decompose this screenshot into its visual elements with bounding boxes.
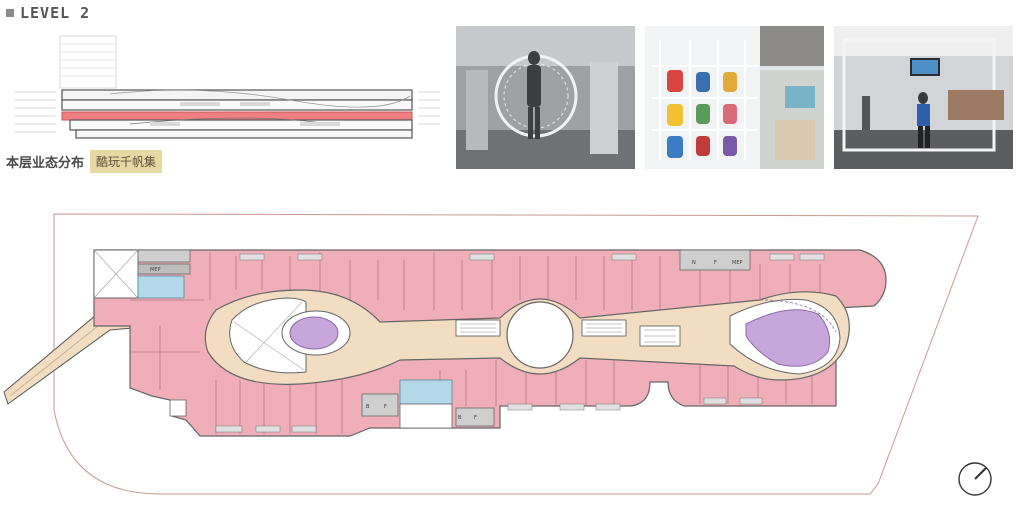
shaft-label-2: F xyxy=(384,404,387,410)
level-title: LEVEL 2 xyxy=(20,4,91,22)
shaft-label-6: F xyxy=(474,415,477,421)
photo-mannequin-ring-display xyxy=(456,26,635,169)
central-atrium xyxy=(506,301,574,369)
level-header: LEVEL 2 xyxy=(6,4,90,22)
north-arrow-icon xyxy=(958,462,992,496)
site-boundary xyxy=(53,213,979,495)
shaft-label-4: F xyxy=(714,260,717,266)
mep-label-east: MEP xyxy=(732,260,743,266)
legend: 本层业态分布 酷玩千帆集 xyxy=(6,150,163,173)
floor-plan: MEP MEP B F N F B F xyxy=(3,249,887,437)
shaft-label-5: B xyxy=(458,415,462,421)
east-feature-zone xyxy=(745,309,831,367)
shaft-label-1: B xyxy=(366,404,370,410)
legend-label: 本层业态分布 xyxy=(6,156,85,171)
service-areas xyxy=(93,249,751,429)
shaft-label-3: N xyxy=(692,260,696,266)
mep-label-west: MEP xyxy=(150,267,161,273)
west-atrium xyxy=(229,297,307,374)
legend-tag: 酷玩千帆集 xyxy=(90,150,163,173)
section-diagram xyxy=(14,35,440,139)
photo-interactive-frame-installation xyxy=(834,26,1013,169)
photo-toy-figure-wall xyxy=(645,26,824,169)
level-bullet-icon xyxy=(6,9,14,17)
